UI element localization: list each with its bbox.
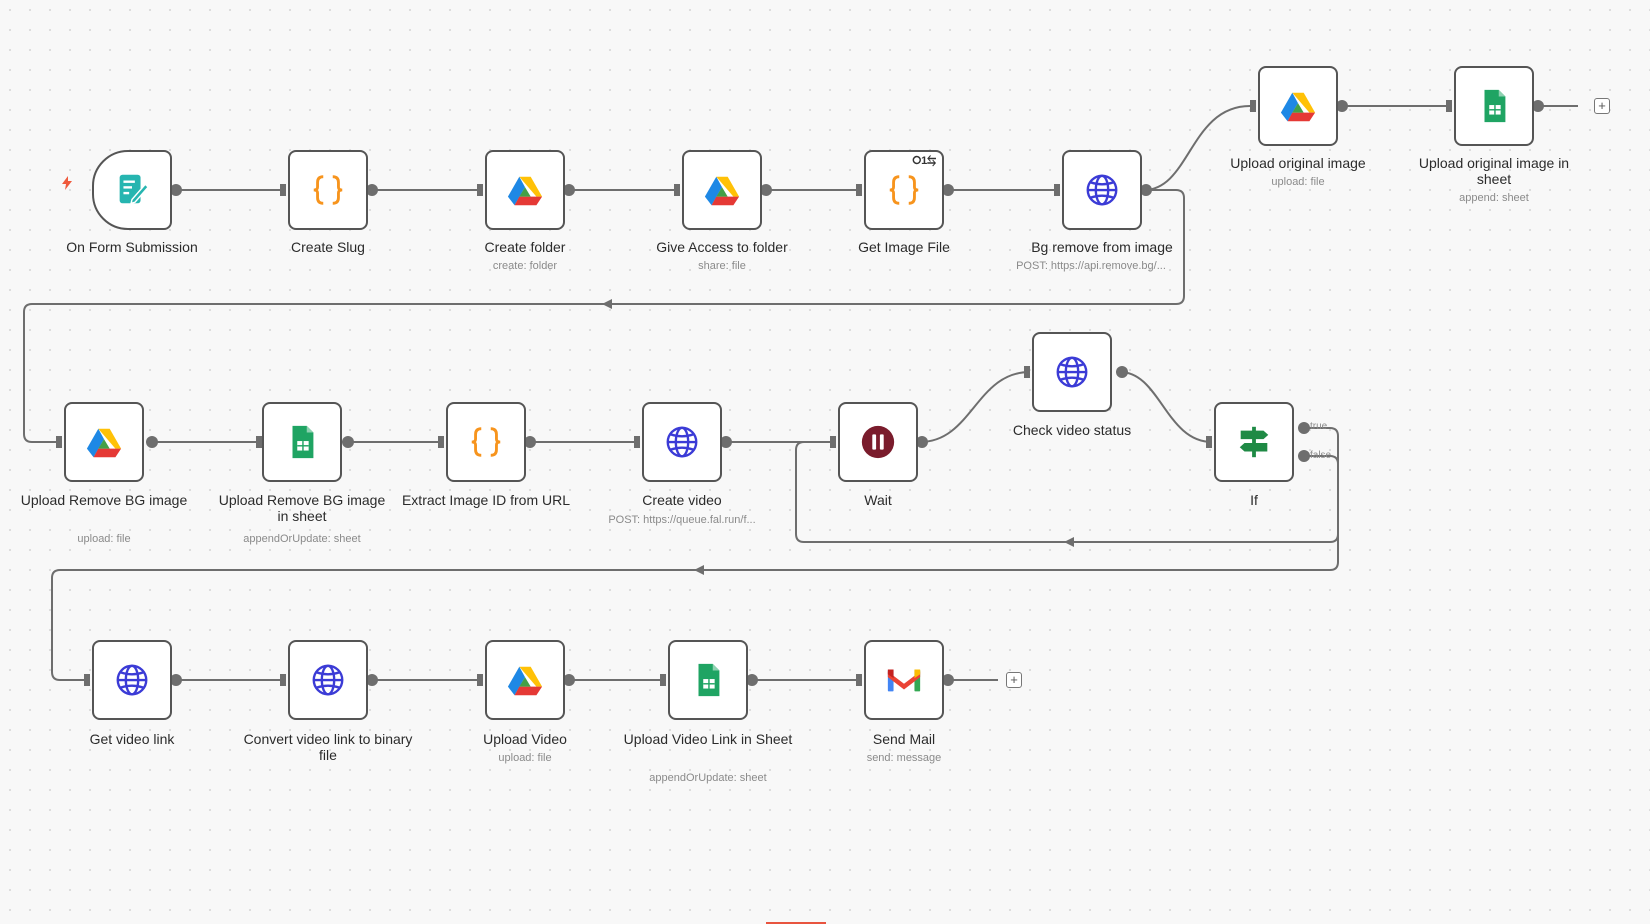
edge-bgremove-uploadorig — [1143, 105, 1251, 191]
globe-icon — [666, 426, 698, 458]
edge-check-if — [1119, 371, 1213, 443]
signpost-icon — [1239, 426, 1269, 458]
sub-give-access: share: file — [698, 260, 746, 272]
globe-icon — [1086, 174, 1118, 206]
google-drive-icon — [507, 176, 543, 206]
label-extract-image-id: Extract Image ID from URL — [401, 492, 571, 508]
label-check-video-status: Check video status — [1012, 422, 1132, 438]
google-drive-icon — [1280, 92, 1316, 122]
node-send-mail[interactable] — [864, 640, 944, 720]
node-upload-remove-bg-sheet[interactable] — [262, 402, 342, 482]
node-extract-image-id[interactable] — [446, 402, 526, 482]
label-get-image-file: Get Image File — [858, 239, 950, 255]
sub-create-folder: create: folder — [492, 260, 558, 272]
edge-wait-check — [919, 371, 1031, 443]
loop-arrow-row1 — [602, 299, 612, 309]
label-on-form-submission: On Form Submission — [66, 239, 198, 255]
label-upload-original: Upload original image — [1230, 155, 1366, 171]
node-create-slug[interactable] — [288, 150, 368, 230]
label-send-mail: Send Mail — [872, 731, 936, 747]
sub-send-mail: send: message — [866, 752, 942, 764]
node-create-video[interactable] — [642, 402, 722, 482]
sub-upload-original-sheet: append: sheet — [1459, 192, 1529, 204]
edge-bgremove-uploadremovebg — [23, 189, 1185, 443]
node-bg-remove[interactable] — [1062, 150, 1142, 230]
node-upload-original[interactable] — [1258, 66, 1338, 146]
node-upload-video[interactable] — [485, 640, 565, 720]
if-true-label: true — [1310, 421, 1328, 432]
label-if: If — [1250, 492, 1258, 508]
node-wait[interactable] — [838, 402, 918, 482]
google-drive-icon — [704, 176, 740, 206]
code-braces-icon — [313, 175, 343, 205]
sub-upload-original: upload: file — [1271, 176, 1325, 188]
node-get-video-link[interactable] — [92, 640, 172, 720]
add-node-button[interactable]: + — [1594, 98, 1610, 114]
node-get-image-file[interactable]: ⭘1⇆ — [864, 150, 944, 230]
sub-create-video: POST: https://queue.fal.run/f... — [608, 514, 756, 526]
add-node-button[interactable]: + — [1006, 672, 1022, 688]
google-sheets-icon — [292, 425, 314, 459]
label-create-folder: Create folder — [484, 239, 566, 255]
label-wait: Wait — [864, 492, 892, 508]
loop-arrow-wait — [1064, 537, 1074, 547]
sub-upload-video: upload: file — [498, 752, 552, 764]
globe-icon — [312, 664, 344, 696]
if-false-label: false — [1310, 450, 1332, 461]
node-upload-remove-bg[interactable] — [64, 402, 144, 482]
label-convert-video: Convert video link to binary file — [243, 731, 413, 763]
trigger-bolt-icon — [62, 176, 72, 190]
google-drive-icon — [507, 666, 543, 696]
label-upload-remove-bg-sheet: Upload Remove BG image in sheet — [218, 492, 386, 524]
gmail-icon — [887, 669, 921, 692]
google-drive-icon — [86, 428, 122, 458]
node-convert-video[interactable] — [288, 640, 368, 720]
form-icon — [119, 174, 150, 205]
label-upload-original-sheet: Upload original image in sheet — [1418, 155, 1570, 187]
sub-upload-remove-bg: upload: file — [77, 533, 131, 545]
google-sheets-icon — [1484, 89, 1506, 123]
canvas-bottom-indicator — [766, 922, 826, 924]
sub-upload-remove-bg-sheet: appendOrUpdate: sheet — [243, 533, 361, 545]
node-upload-original-sheet[interactable] — [1454, 66, 1534, 146]
node-badge: ⭘1⇆ — [912, 155, 936, 167]
label-upload-video: Upload Video — [483, 731, 567, 747]
google-sheets-icon — [698, 663, 720, 697]
label-create-video: Create video — [642, 492, 722, 508]
globe-icon — [1056, 356, 1088, 388]
loop-arrow-row2 — [694, 565, 704, 575]
label-upload-remove-bg: Upload Remove BG image — [20, 492, 188, 508]
globe-icon — [116, 664, 148, 696]
sub-upload-video-link-sheet: appendOrUpdate: sheet — [649, 772, 767, 784]
label-upload-video-link-sheet: Upload Video Link in Sheet — [623, 731, 793, 747]
node-upload-video-link-sheet[interactable] — [668, 640, 748, 720]
label-get-video-link: Get video link — [89, 731, 175, 747]
label-create-slug: Create Slug — [291, 239, 365, 255]
node-if[interactable] — [1214, 402, 1294, 482]
code-braces-icon — [471, 427, 501, 457]
pause-icon — [861, 425, 895, 459]
node-on-form-submission[interactable] — [92, 150, 172, 230]
node-check-video-status[interactable] — [1032, 332, 1112, 412]
label-bg-remove: Bg remove from image — [1031, 239, 1173, 255]
label-give-access: Give Access to folder — [656, 239, 788, 255]
node-give-access[interactable] — [682, 150, 762, 230]
code-braces-icon — [889, 175, 919, 205]
sub-bg-remove: POST: https://api.remove.bg/... — [1016, 260, 1166, 272]
node-create-folder[interactable] — [485, 150, 565, 230]
